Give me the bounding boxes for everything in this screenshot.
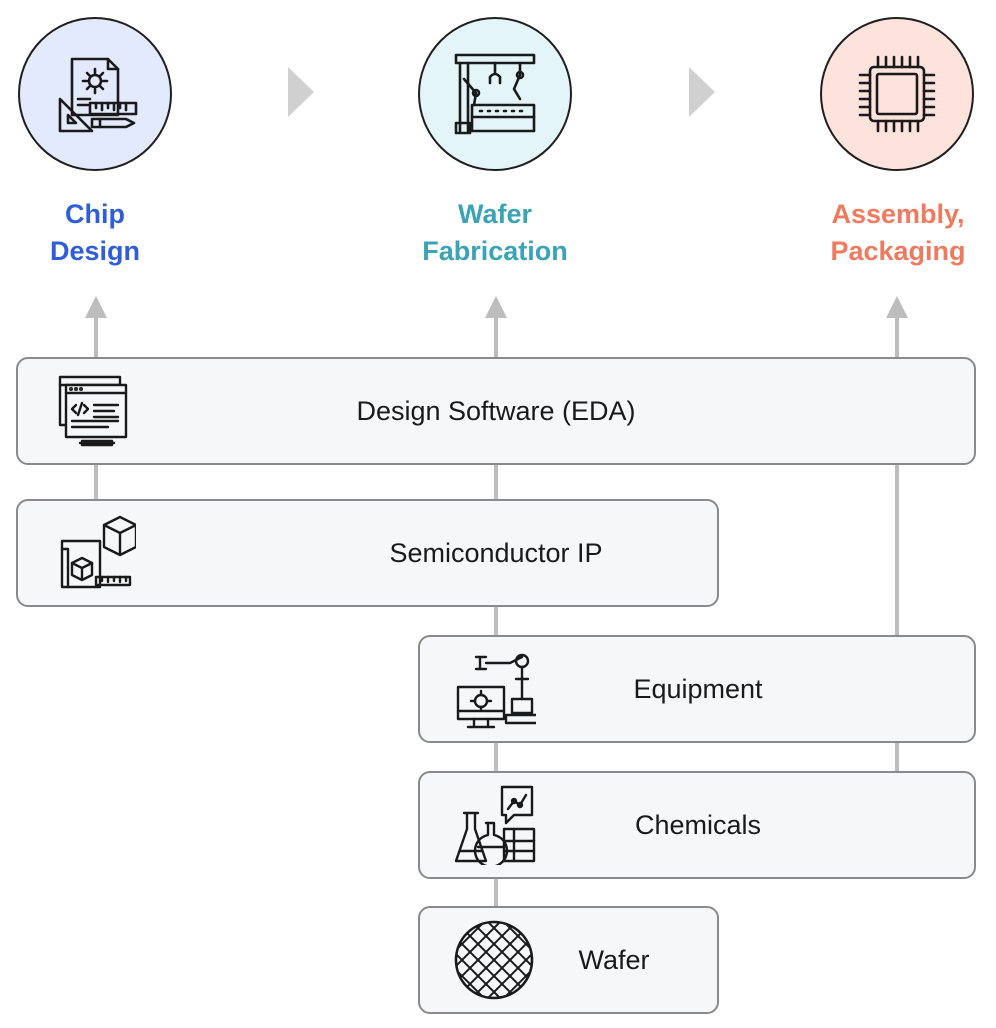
- stage-circle-chip-design: [18, 17, 172, 171]
- code-window-icon: [58, 375, 128, 447]
- chevron-right-icon: [689, 67, 715, 117]
- robotic-equipment-icon: [456, 653, 536, 729]
- connector-assembly-packaging: [895, 318, 899, 773]
- stage-title-wafer-fabrication: Wafer Fabrication: [422, 199, 568, 266]
- stage-circle-wafer-fabrication: [418, 17, 572, 171]
- input-bar-chemicals: Chemicals: [418, 771, 976, 879]
- input-bar-eda: Design Software (EDA): [16, 357, 976, 465]
- design-tools-icon: [58, 57, 138, 133]
- stage-title-chip-design: Chip Design: [49, 199, 141, 266]
- wafer-grid-icon: [454, 920, 534, 1000]
- input-label-chemicals: Chemicals: [634, 810, 762, 840]
- stage-circle-assembly-packaging: [820, 17, 974, 171]
- arrowhead-chip-design: [85, 296, 107, 318]
- input-bar-semiconductor-ip: Semiconductor IP: [16, 499, 719, 607]
- input-label-wafer: Wafer: [578, 945, 650, 975]
- stage-title-assembly-packaging: Assembly, Packaging: [830, 199, 966, 266]
- blueprint-cube-icon: [60, 515, 136, 589]
- input-bar-equipment: Equipment: [418, 635, 976, 743]
- connector-wafer-fabrication: [494, 318, 498, 910]
- arrowhead-wafer-fabrication: [485, 296, 507, 318]
- arrowhead-assembly-packaging: [886, 296, 908, 318]
- input-label-equipment: Equipment: [633, 674, 763, 704]
- input-label-eda: Design Software (EDA): [356, 396, 636, 426]
- input-label-semiconductor-ip: Semiconductor IP: [389, 538, 603, 568]
- robot-arms-icon: [454, 53, 536, 135]
- chemistry-flask-icon: [454, 785, 536, 865]
- microchip-icon: [858, 55, 936, 133]
- input-bar-wafer: Wafer: [418, 906, 719, 1014]
- chevron-right-icon: [288, 67, 314, 117]
